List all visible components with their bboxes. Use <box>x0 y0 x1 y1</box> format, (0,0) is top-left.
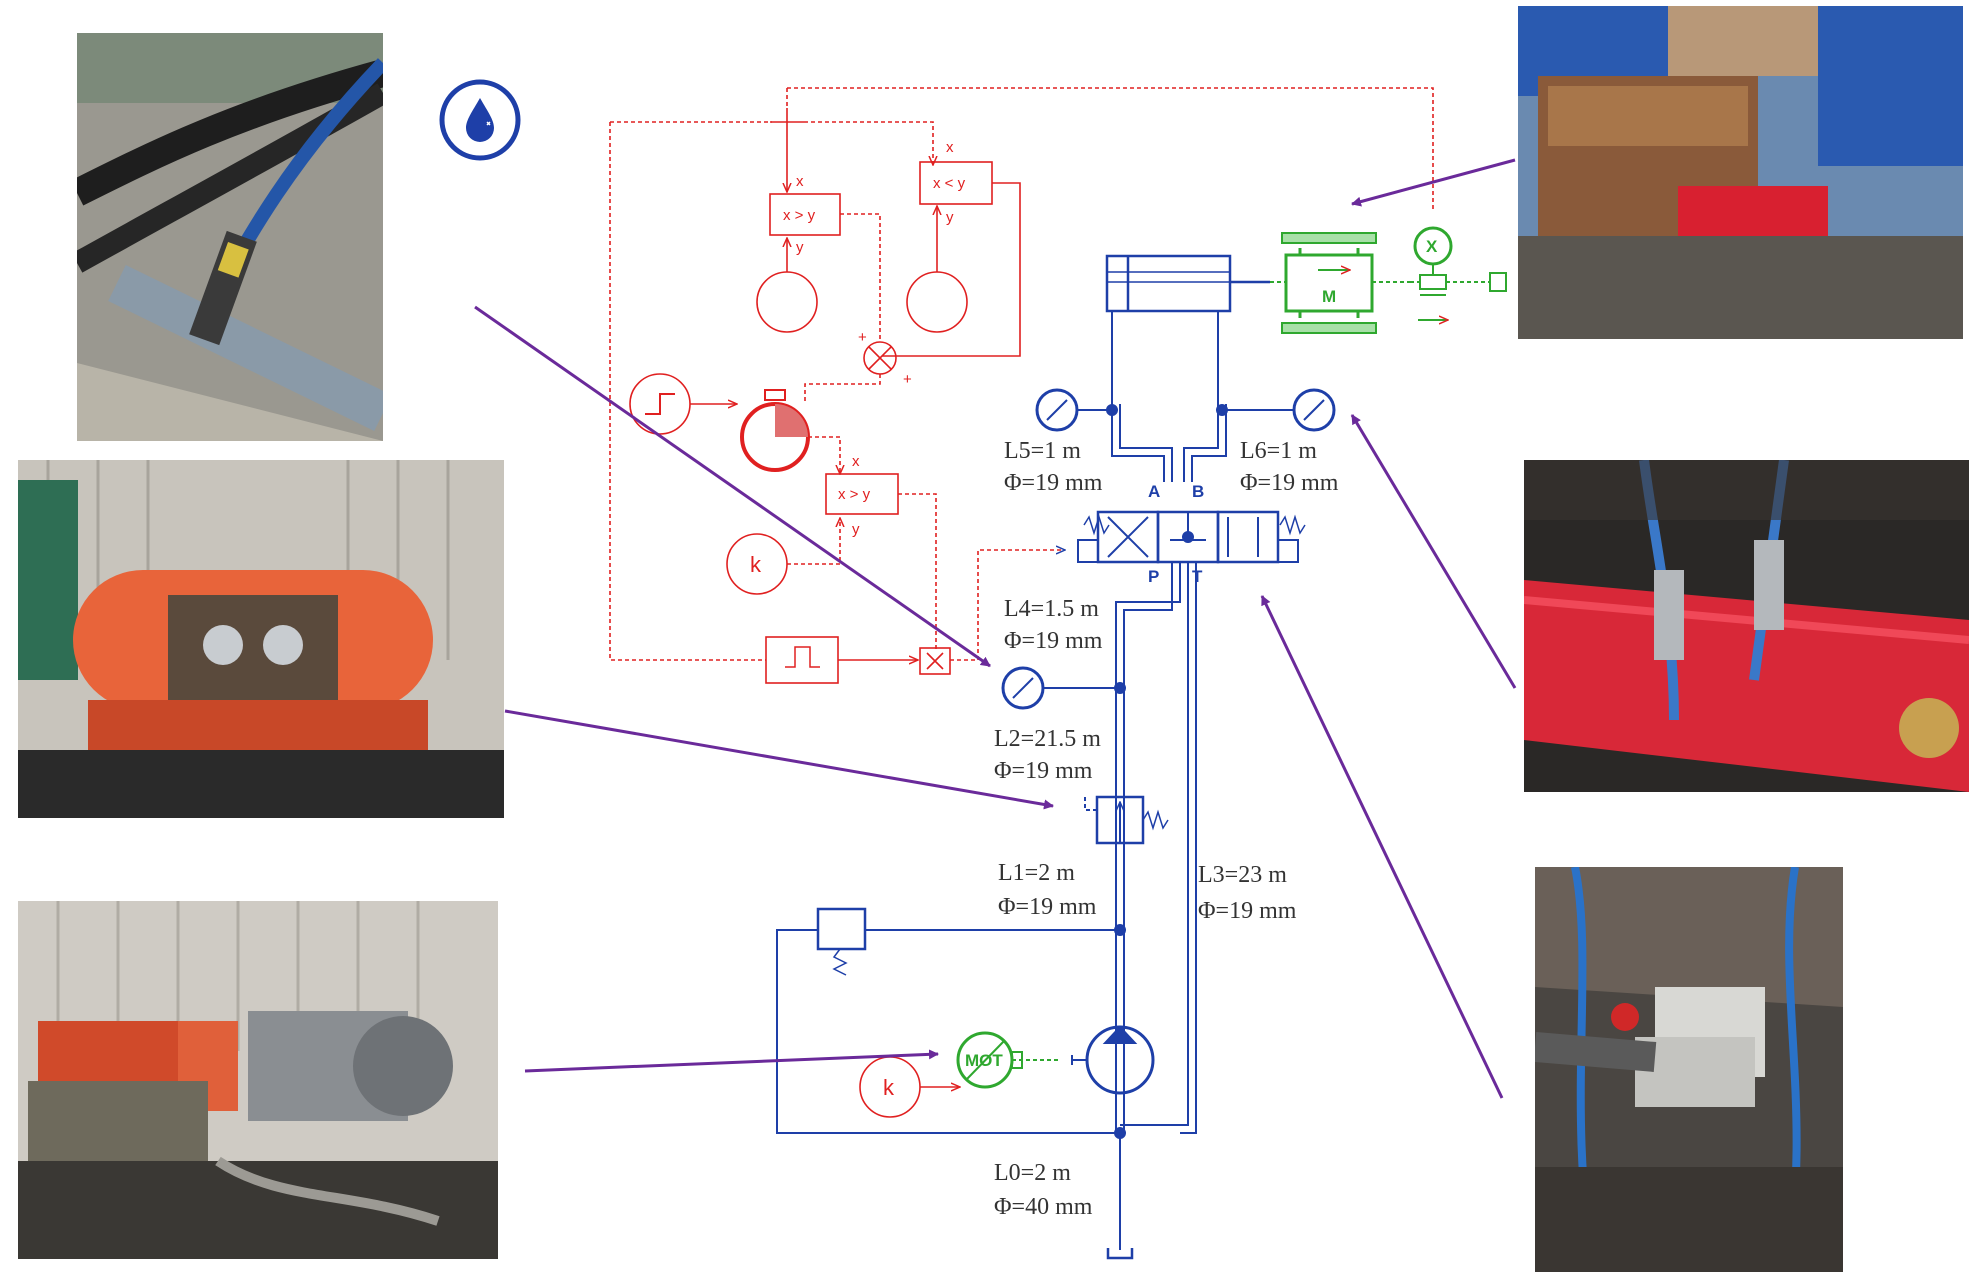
l1-length: L1=2 m <box>998 860 1075 886</box>
motor-label: MOT <box>965 1051 1003 1070</box>
servo-valve-photo <box>1535 867 1843 1272</box>
cmp1-label: x > y <box>783 207 816 224</box>
l6-diameter: Φ=19 mm <box>1240 470 1339 496</box>
port-a: A <box>1148 482 1160 501</box>
control-signal-network <box>609 87 1434 1118</box>
port-b: B <box>1192 482 1204 501</box>
l4-length: L4=1.5 m <box>1004 596 1099 622</box>
l5-length: L5=1 m <box>1004 438 1081 464</box>
cmp3-y: y <box>852 521 860 538</box>
l2-diameter: Φ=19 mm <box>994 758 1093 784</box>
const-k-1: k <box>750 552 762 577</box>
pressure-sensor-on-hose-photo <box>77 33 383 441</box>
l0-length: L0=2 m <box>994 1160 1071 1186</box>
cmp1-x: x <box>796 173 804 190</box>
sum-plus-1: + <box>858 329 867 346</box>
port-p: P <box>1148 567 1159 586</box>
mechanical-load <box>956 226 1507 1089</box>
mass-label: M <box>1322 287 1336 306</box>
port-t: T <box>1192 567 1203 586</box>
l3-diameter: Φ=19 mm <box>1198 898 1297 924</box>
sensor-x-label: X <box>1426 237 1438 256</box>
sum-plus-2: + <box>903 371 912 388</box>
const-k-2: k <box>883 1075 895 1100</box>
l2-length: L2=21.5 m <box>994 726 1101 752</box>
cmp1-y: y <box>796 239 804 256</box>
cmp3-label: x > y <box>838 486 871 503</box>
water-drop-icon <box>438 78 522 162</box>
cmp2-y: y <box>946 209 954 226</box>
red-cylinder-with-pressure-sensors-photo <box>1524 460 1969 792</box>
cmp3-x: x <box>852 453 860 470</box>
l3-length: L3=23 m <box>1198 862 1287 888</box>
l5-diameter: Φ=19 mm <box>1004 470 1103 496</box>
rusty-tank-with-red-cylinder-photo <box>1518 6 1963 339</box>
l1-diameter: Φ=19 mm <box>998 894 1097 920</box>
l4-diameter: Φ=19 mm <box>1004 628 1103 654</box>
photo-callout-arrows <box>474 158 1517 1099</box>
orange-accumulator-tank-photo <box>18 460 504 818</box>
cmp2-x: x <box>946 139 954 156</box>
hydraulic-circuit <box>776 254 1336 1260</box>
electric-motor-pump-unit-photo <box>18 901 498 1259</box>
cmp2-label: x < y <box>933 175 966 192</box>
l6-length: L6=1 m <box>1240 438 1317 464</box>
l0-diameter: Φ=40 mm <box>994 1194 1093 1220</box>
